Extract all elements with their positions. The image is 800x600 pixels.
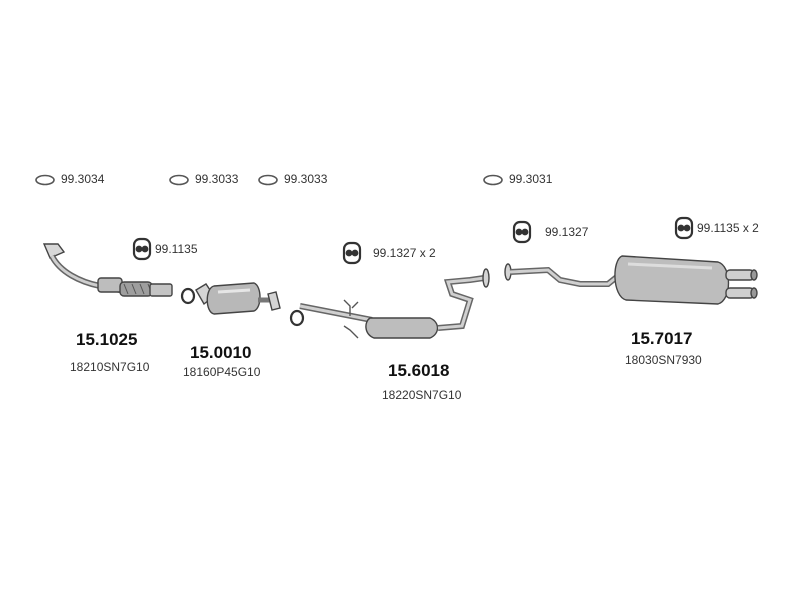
rubber-mount-icon: [674, 216, 694, 240]
oem-number: 18220SN7G10: [382, 388, 462, 402]
mount-code-label: 99.1135 x 2: [697, 221, 759, 235]
gasket-ring-icon: [258, 174, 278, 186]
rear-silencer-part: [504, 255, 758, 305]
gasket-code-label: 99.3034: [61, 172, 105, 186]
gasket-code-label: 99.3033: [195, 172, 239, 186]
gasket-code-label: 99.3033: [284, 172, 328, 186]
part-number: 15.7017: [631, 329, 693, 348]
catalytic-converter-part: [195, 282, 281, 315]
gasket-ring-icon: [180, 287, 196, 305]
part-number: 15.1025: [76, 330, 138, 349]
oem-number: 18030SN7930: [625, 353, 702, 367]
part-number: 15.6018: [388, 361, 450, 380]
mount-code-label: 99.1135: [155, 242, 198, 256]
gasket-ring-icon: [289, 309, 305, 327]
rubber-mount-icon: [512, 220, 532, 244]
gasket-ring-icon: [35, 174, 55, 186]
gasket-code-label: 99.3031: [509, 172, 553, 186]
part-number: 15.0010: [190, 343, 252, 362]
gasket-ring-icon: [169, 174, 189, 186]
oem-number: 18160P45G10: [183, 365, 261, 379]
mount-code-label: 99.1327: [545, 225, 589, 239]
gasket-ring-icon: [483, 174, 503, 186]
mount-code-label: 99.1327 x 2: [373, 246, 436, 260]
intermediate-pipe-part: [299, 268, 490, 339]
oem-number: 18210SN7G10: [70, 360, 150, 374]
rubber-mount-icon: [342, 241, 362, 265]
rubber-mount-icon: [132, 237, 152, 261]
front-pipe-part: [42, 243, 173, 297]
